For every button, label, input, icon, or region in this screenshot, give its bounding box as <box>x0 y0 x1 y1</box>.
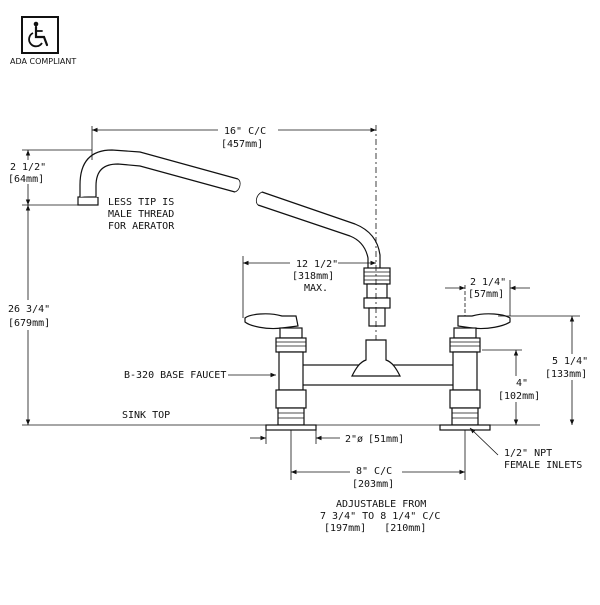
svg-text:[57mm]: [57mm] <box>468 289 504 300</box>
dim-shank-diameter: 2"ø [51mm] <box>250 430 404 445</box>
svg-text:LESS TIP IS: LESS TIP IS <box>108 197 174 208</box>
ada-caption: ADA COMPLIANT <box>10 57 76 66</box>
dim-handle-spread: 12 1/2" [318mm] MAX. <box>242 256 376 318</box>
svg-text:ADJUSTABLE FROM: ADJUSTABLE FROM <box>336 499 426 510</box>
svg-text:FEMALE INLETS: FEMALE INLETS <box>504 460 582 471</box>
svg-text:[203mm]: [203mm] <box>352 479 394 490</box>
svg-text:26 3/4": 26 3/4" <box>8 304 50 315</box>
svg-text:4": 4" <box>516 378 528 389</box>
svg-text:[679mm]: [679mm] <box>8 318 50 329</box>
svg-text:[51mm]: [51mm] <box>368 434 404 445</box>
svg-text:[64mm]: [64mm] <box>8 174 44 185</box>
inlet-note: 1/2" NPT FEMALE INLETS <box>469 427 582 471</box>
svg-text:2 1/2": 2 1/2" <box>10 162 46 173</box>
svg-text:1/2" NPT: 1/2" NPT <box>504 448 552 459</box>
dim-spout-drop: 2 1/2" [64mm] <box>6 149 92 206</box>
svg-text:FOR AERATOR: FOR AERATOR <box>108 221 175 232</box>
dim-valve-height: 5 1/4" [133mm] <box>498 315 598 425</box>
svg-text:B-320 BASE FAUCET: B-320 BASE FAUCET <box>124 370 226 381</box>
svg-text:[197mm] [210mm]: [197mm] [210mm] <box>324 523 426 534</box>
svg-text:[318mm]: [318mm] <box>292 271 334 282</box>
ada-badge: ADA COMPLIANT <box>10 16 76 66</box>
sink-top-label: SINK TOP <box>122 410 170 421</box>
svg-text:[133mm]: [133mm] <box>545 369 587 380</box>
dim-spout-center: 16" C/C [457mm] <box>91 122 376 160</box>
faucet-body <box>297 339 467 386</box>
left-valve <box>244 313 317 431</box>
right-valve <box>439 313 511 431</box>
dim-body-height: 4" [102mm] <box>482 349 542 425</box>
right-handle <box>457 313 511 330</box>
adjustable-note: ADJUSTABLE FROM 7 3/4" TO 8 1/4" C/C [19… <box>320 499 440 534</box>
base-faucet-note: B-320 BASE FAUCET <box>124 370 276 381</box>
svg-text:MAX.: MAX. <box>304 283 328 294</box>
svg-text:8" C/C: 8" C/C <box>356 466 392 477</box>
svg-text:[102mm]: [102mm] <box>498 391 540 402</box>
svg-text:7 3/4" TO 8 1/4" C/C: 7 3/4" TO 8 1/4" C/C <box>320 511 440 522</box>
badge-frame <box>21 16 59 54</box>
svg-text:[457mm]: [457mm] <box>221 139 263 150</box>
left-handle <box>244 313 299 330</box>
svg-text:12 1/2": 12 1/2" <box>296 259 338 270</box>
spout-tip <box>77 196 99 206</box>
svg-text:MALE THREAD: MALE THREAD <box>108 209 174 220</box>
wheelchair-icon <box>28 21 49 48</box>
svg-text:5 1/4": 5 1/4" <box>552 356 588 367</box>
svg-text:16" C/C: 16" C/C <box>224 126 266 137</box>
aerator-note: LESS TIP IS MALE THREAD FOR AERATOR <box>108 197 175 232</box>
dim-inlet-center: 8" C/C [203mm] <box>290 430 466 491</box>
svg-text:2 1/4": 2 1/4" <box>470 277 506 288</box>
dim-handle-offset: 2 1/4" [57mm] <box>445 277 530 316</box>
dim-overall-height: 26 3/4" [679mm] <box>6 205 58 425</box>
spout <box>77 149 391 327</box>
svg-text:2"ø: 2"ø <box>345 434 363 445</box>
